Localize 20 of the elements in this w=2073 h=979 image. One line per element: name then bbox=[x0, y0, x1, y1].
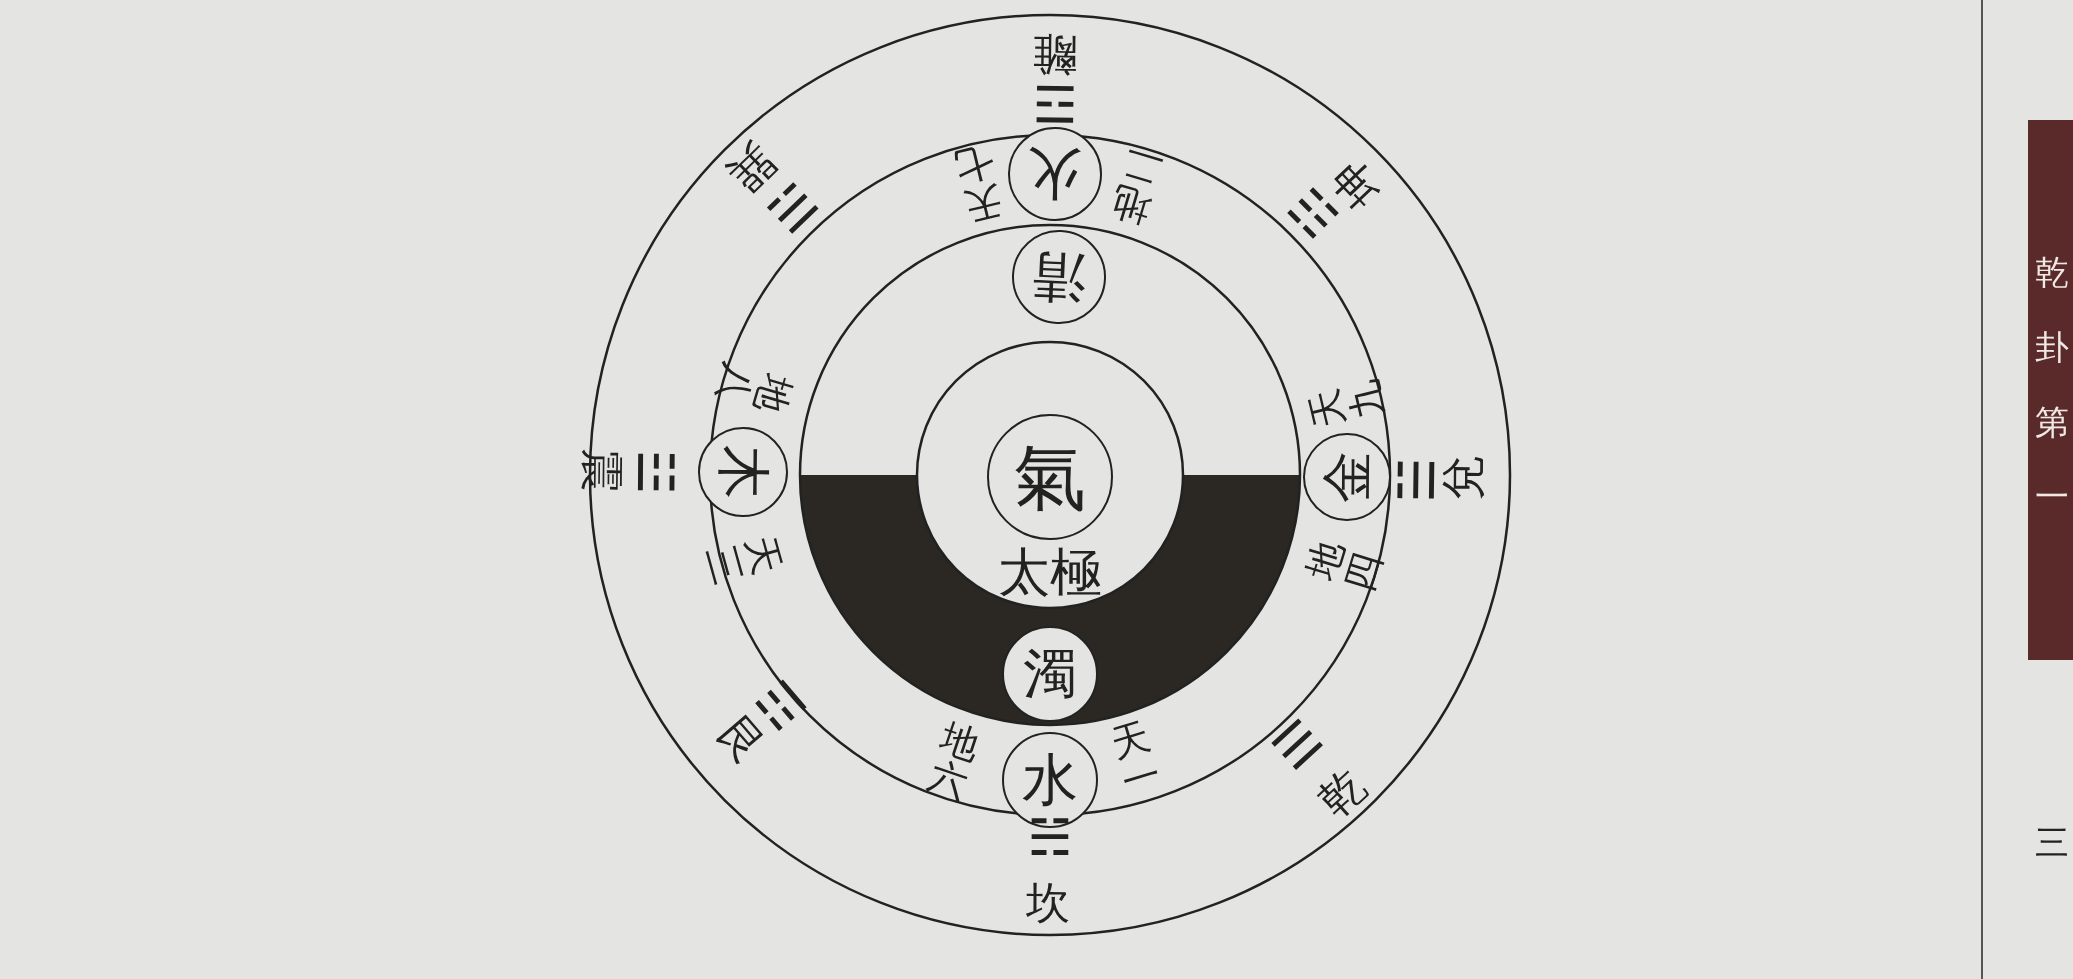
number-label: 天三 bbox=[699, 531, 787, 589]
number-label: 地六 bbox=[923, 718, 985, 806]
trigram-name: 震 bbox=[579, 447, 625, 493]
number-label: 天七 bbox=[951, 139, 1007, 227]
number-label: 地二 bbox=[1107, 141, 1167, 229]
center-label: 太極 bbox=[998, 546, 1102, 598]
circled-character: 清 bbox=[1009, 227, 1109, 327]
circled-character: 火 bbox=[1007, 126, 1103, 222]
circled-character: 金 bbox=[1302, 432, 1392, 522]
trigram-symbol: ☳ bbox=[629, 449, 681, 495]
trigram-name: 兌 bbox=[1440, 455, 1486, 501]
trigram-name: 坎 bbox=[1025, 880, 1071, 926]
page-heading: 乾卦第一 bbox=[2035, 251, 2069, 519]
trigram-symbol: ☲ bbox=[1032, 77, 1078, 129]
number-label: 天一 bbox=[1106, 716, 1166, 804]
circled-character: 木 bbox=[697, 426, 789, 518]
trigram-symbol: ☱ bbox=[1391, 457, 1443, 503]
circled-character: 氣 bbox=[987, 414, 1113, 540]
page-text: 三 bbox=[2035, 825, 2069, 859]
trigram-name: 離 bbox=[1032, 32, 1078, 78]
